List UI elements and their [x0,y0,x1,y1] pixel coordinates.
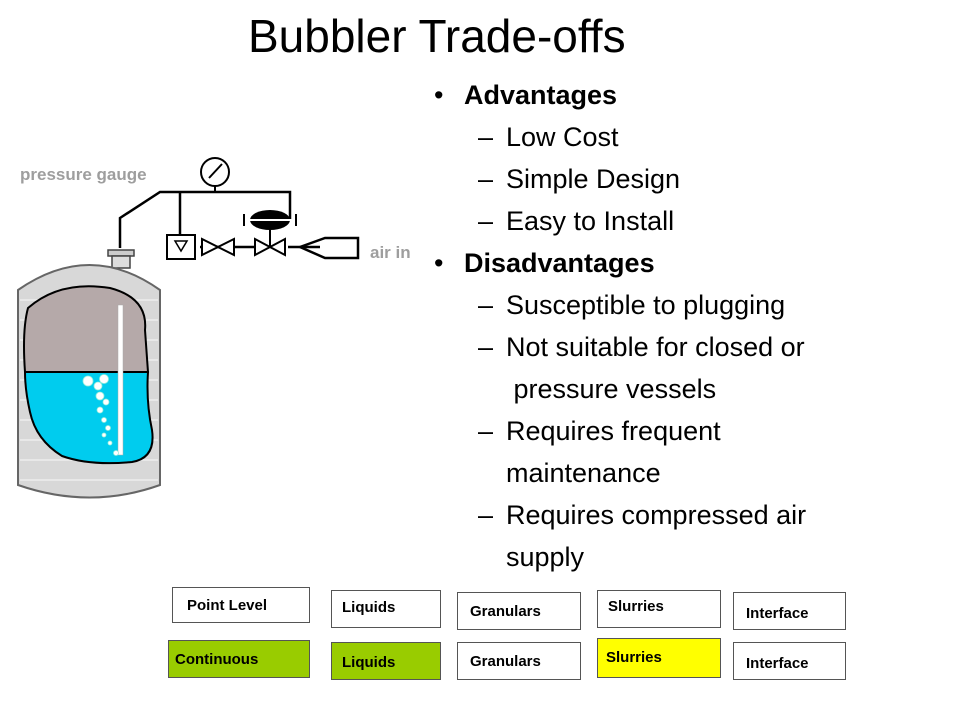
category-continuous-selected: Continuous [168,640,310,678]
advantage-text: Easy to Install [506,206,675,236]
regulator-valve-icon [243,210,297,257]
advantages-heading: • Advantages [430,74,950,116]
tank [17,264,161,499]
category-slurries: Slurries [597,590,721,628]
category-point-level: Point Level [172,587,310,623]
disadvantage-text: Susceptible to plugging [506,290,786,320]
disadvantage-text: Requires frequent [506,416,721,446]
bullet-glyph: • [434,80,444,110]
category-interface-row2: Interface [733,642,846,680]
disadvantage-item: – Susceptible to plugging [430,284,950,326]
advantages-heading-text: Advantages [464,80,618,110]
dash-glyph: – [478,122,494,152]
category-granulars-row2: Granulars [457,642,581,680]
pressure-gauge-icon [200,157,230,192]
disadvantage-text-cont: supply [506,542,585,572]
pressure-gauge-label: pressure gauge [20,165,147,184]
category-liquids: Liquids [331,590,441,628]
slide-title: Bubbler Trade-offs [248,10,626,62]
needle-valve-icon [201,237,235,257]
dash-glyph: – [478,164,494,194]
category-slurries-selected: Slurries [597,638,721,678]
category-granulars: Granulars [457,592,581,630]
disadvantage-text-cont: maintenance [506,458,661,488]
advantage-item: – Easy to Install [430,200,950,242]
disadvantages-heading: • Disadvantages [430,242,950,284]
advantage-text: Simple Design [506,164,681,194]
dash-glyph: – [478,500,494,530]
disadvantages-heading-text: Disadvantages [464,248,655,278]
advantage-item: – Low Cost [430,116,950,158]
bullet-glyph: • [434,248,444,278]
dash-glyph: – [478,416,494,446]
flow-indicator-icon [166,234,196,260]
advantage-item: – Simple Design [430,158,950,200]
category-liquids-selected: Liquids [331,642,441,680]
tank-nozzle [107,249,135,269]
air-inlet-tube [299,236,360,260]
disadvantage-text: Requires compressed air [506,500,807,530]
disadvantage-item: – Requires compressed air supply [430,494,950,578]
dash-glyph: – [478,206,494,236]
dash-glyph: – [478,290,494,320]
disadvantage-text-cont: pressure vessels [506,374,717,404]
disadvantage-item: – Not suitable for closed or pressure ve… [430,326,950,410]
bullet-list: • Advantages – Low Cost – Simple Design … [430,74,950,578]
disadvantage-item: – Requires frequent maintenance [430,410,950,494]
advantage-text: Low Cost [506,122,619,152]
dash-glyph: – [478,332,494,362]
category-interface: Interface [733,592,846,630]
bubbles-icon [82,374,119,456]
disadvantage-text: Not suitable for closed or [506,332,805,362]
air-in-label: air in [370,243,411,262]
bubbler-diagram [17,157,360,499]
